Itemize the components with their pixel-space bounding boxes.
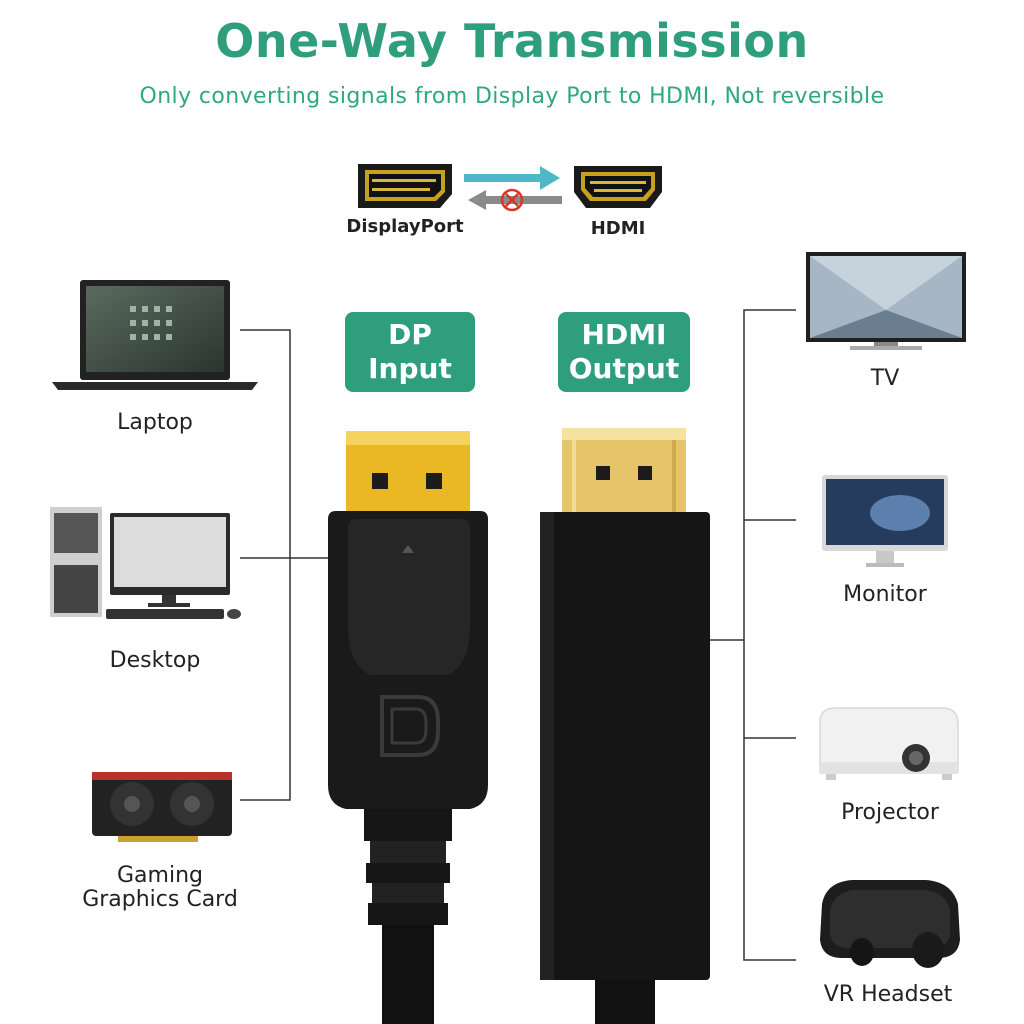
page-subtitle: Only converting signals from Display Por… (139, 84, 885, 109)
displayport-port-icon (358, 164, 452, 208)
display-label-vr-headset: VR Headset (823, 982, 953, 1007)
source-label-graphics-card: Gaming Graphics Card (60, 864, 260, 912)
hdmi-badge-line2: Output (568, 352, 680, 385)
vr-headset-icon (820, 880, 960, 968)
displayport-label: DisplayPort (346, 216, 464, 237)
hdmi-connector-icon (540, 428, 710, 1024)
graphics-card-line1: Gaming (117, 863, 203, 888)
source-label-laptop: Laptop (117, 410, 193, 435)
displayport-connector-icon (328, 431, 488, 1024)
monitor-icon (822, 475, 948, 567)
graphics-card-icon (92, 772, 232, 842)
dp-input-badge: DP Input (345, 312, 475, 392)
tv-icon (806, 252, 966, 350)
dp-badge-line2: Input (368, 352, 452, 385)
source-label-desktop: Desktop (109, 648, 201, 673)
hdmi-output-badge: HDMI Output (558, 312, 690, 392)
laptop-icon (52, 280, 258, 390)
display-label-projector: Projector (841, 800, 939, 825)
hdmi-label: HDMI (590, 218, 646, 239)
graphics-card-line2: Graphics Card (82, 887, 238, 912)
dp-badge-line1: DP (388, 318, 432, 351)
display-label-tv: TV (870, 366, 900, 391)
projector-icon (819, 707, 959, 780)
hdmi-badge-line1: HDMI (581, 318, 667, 351)
display-label-monitor: Monitor (843, 582, 927, 607)
page-title: One-Way Transmission (215, 14, 809, 68)
direction-arrows (464, 166, 562, 212)
desktop-icon (50, 507, 241, 619)
hdmi-port-icon (574, 166, 662, 208)
